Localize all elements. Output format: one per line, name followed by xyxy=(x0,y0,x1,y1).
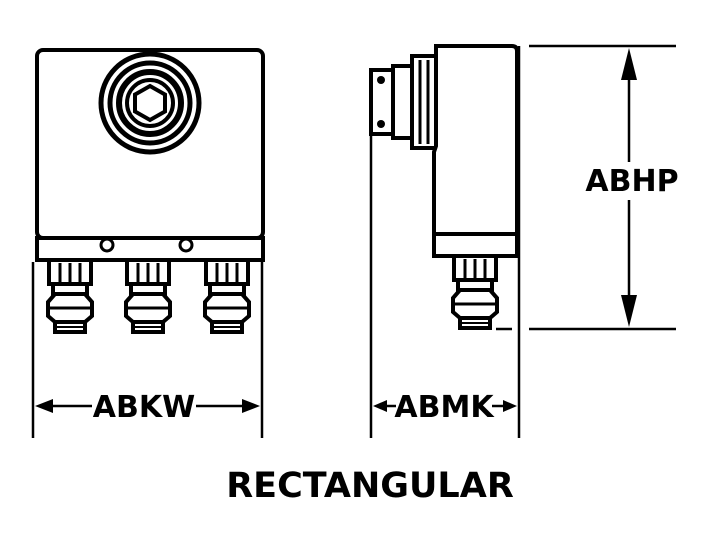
connector-right xyxy=(203,258,251,334)
mounting-hole-left xyxy=(99,237,115,253)
dimension-arrows xyxy=(35,48,637,413)
side-connector xyxy=(451,254,499,330)
dimension-label-width: ABKW xyxy=(93,390,195,425)
mounting-hole-right xyxy=(178,237,194,253)
front-base-band xyxy=(35,236,265,262)
side-body xyxy=(432,44,519,258)
round-port xyxy=(98,51,202,155)
front-view xyxy=(35,48,265,334)
connector-middle xyxy=(124,258,172,334)
drawing-caption: RECTANGULAR xyxy=(226,466,514,506)
connector-left xyxy=(46,258,94,334)
side-view xyxy=(369,44,519,330)
dimension-label-height: ABHP xyxy=(585,164,678,199)
dimension-label-depth: ABMK xyxy=(394,390,495,425)
